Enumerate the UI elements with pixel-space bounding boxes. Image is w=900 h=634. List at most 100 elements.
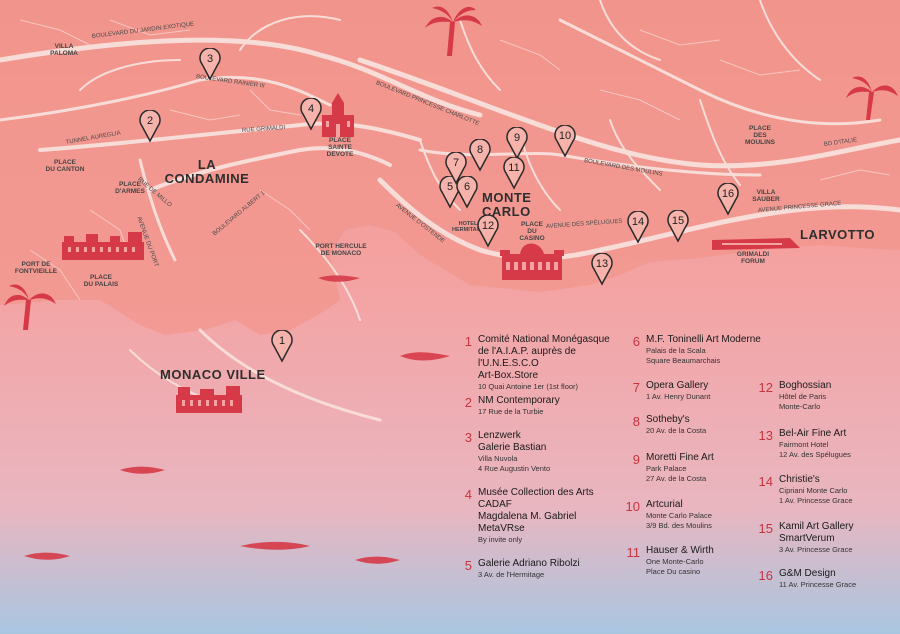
gallery-name: Hauser & Wirth [646, 545, 714, 556]
pin-label: 14 [631, 216, 645, 228]
pin-icon [139, 110, 161, 143]
gallery-address: 3/9 Bd. des Moulins [646, 521, 712, 530]
boat-icon [24, 275, 450, 564]
gallery-number: 8 [632, 414, 640, 429]
map-pin-8[interactable]: 8 [469, 139, 495, 173]
pin-label: 8 [476, 144, 484, 156]
pin-label: 15 [671, 215, 685, 227]
gallery-address: 3 Av. Princesse Grace [779, 545, 853, 554]
pin-label: 9 [513, 132, 521, 144]
pin-icon [445, 152, 467, 185]
pin-icon [456, 176, 478, 209]
map-pin-16[interactable]: 16 [717, 183, 743, 217]
palace-icon [62, 232, 144, 260]
gallery-address: Place Du casino [646, 567, 701, 576]
gallery-name: Galerie Bastian [478, 442, 547, 453]
gallery-address: 4 Rue Augustin Vento [478, 464, 551, 473]
gallery-name: MetaVRse [478, 523, 525, 534]
pin-icon [300, 98, 322, 131]
gallery-address: 12 Av. des Spélugues [779, 450, 851, 459]
district-label: LA [197, 157, 217, 172]
gallery-name: G&M Design [779, 568, 836, 579]
gallery-number: 10 [625, 499, 640, 514]
map-pin-9[interactable]: 9 [506, 127, 532, 161]
church-icon [322, 93, 354, 137]
gallery-address: Monte Carlo Palace [646, 511, 712, 520]
pin-icon [554, 125, 576, 158]
gallery-address: 1 Av. Henry Dunant [646, 392, 711, 401]
map-pin-13[interactable]: 13 [591, 253, 617, 287]
map-pin-2[interactable]: 2 [139, 110, 165, 144]
gallery-number: 6 [632, 334, 640, 349]
gallery-name: M.F. Toninelli Art Moderne [646, 334, 761, 345]
map-pin-15[interactable]: 15 [667, 210, 693, 244]
gallery-name: Moretti Fine Art [646, 452, 714, 463]
gallery-name: Comité National Monégasque [478, 334, 610, 345]
gallery-address: Palais de la Scala [646, 346, 706, 355]
map-pin-7[interactable]: 7 [445, 152, 471, 186]
pin-icon [717, 183, 739, 216]
district-label: MONTE CARLO [482, 190, 532, 219]
gallery-address: Fairmont Hotel [779, 440, 829, 449]
map-pin-12[interactable]: 12 [477, 215, 503, 249]
pin-icon [627, 211, 649, 244]
gallery-number: 1 [464, 334, 472, 349]
gallery-number: 4 [464, 487, 472, 502]
pin-label: 16 [721, 188, 735, 200]
district-label: MONACO VILLE [160, 367, 266, 382]
gallery-address: Cipriani Monte Carlo [779, 486, 848, 495]
map-pin-11[interactable]: 11 [503, 157, 529, 191]
gallery-number: 11 [626, 545, 641, 560]
district-monte-carlo: MONTE CARLO [482, 191, 582, 218]
pin-label: 5 [446, 181, 454, 193]
gallery-number: 7 [632, 380, 640, 395]
palm-tree-icon [846, 76, 898, 120]
gallery-name: Lenzwerk [478, 430, 521, 441]
pin-label: 6 [463, 181, 471, 193]
gallery-address: Square Beaumarchais [646, 356, 721, 365]
gallery-number: 16 [758, 568, 773, 583]
district-monaco-ville: MONACO VILLE [160, 368, 270, 382]
pin-label: 1 [278, 335, 286, 347]
map-pin-4[interactable]: 4 [300, 98, 326, 132]
pin-icon [477, 215, 499, 248]
map-pin-10[interactable]: 10 [554, 125, 580, 159]
gallery-address: By invite only [478, 535, 523, 544]
gallery-address: 1 Av. Princesse Grace [779, 496, 853, 505]
gallery-name: Artcurial [646, 499, 683, 510]
pin-icon [506, 127, 528, 160]
palm-tree-icon [4, 284, 56, 330]
palm-tree-icon [425, 6, 482, 56]
pin-icon [667, 210, 689, 243]
gallery-name: Art-Box.Store [478, 370, 539, 381]
gallery-number: 12 [758, 380, 773, 395]
gallery-name: Galerie Adriano Ribolzi [478, 558, 580, 569]
map-pin-3[interactable]: 3 [199, 48, 225, 82]
map-pin-14[interactable]: 14 [627, 211, 653, 245]
gallery-address: Park Palace [646, 464, 687, 473]
map-pin-6[interactable]: 6 [456, 176, 482, 210]
pin-label: 12 [481, 220, 495, 232]
district-larvotto: LARVOTTO [800, 228, 880, 242]
gallery-number: 9 [632, 452, 640, 467]
map-pin-1[interactable]: 1 [271, 330, 297, 364]
grimaldi-forum-icon [712, 238, 800, 250]
pin-icon [469, 139, 491, 172]
gallery-name: Magdalena M. Gabriel [478, 511, 577, 522]
gallery-address: Monte-Carlo [779, 402, 821, 411]
